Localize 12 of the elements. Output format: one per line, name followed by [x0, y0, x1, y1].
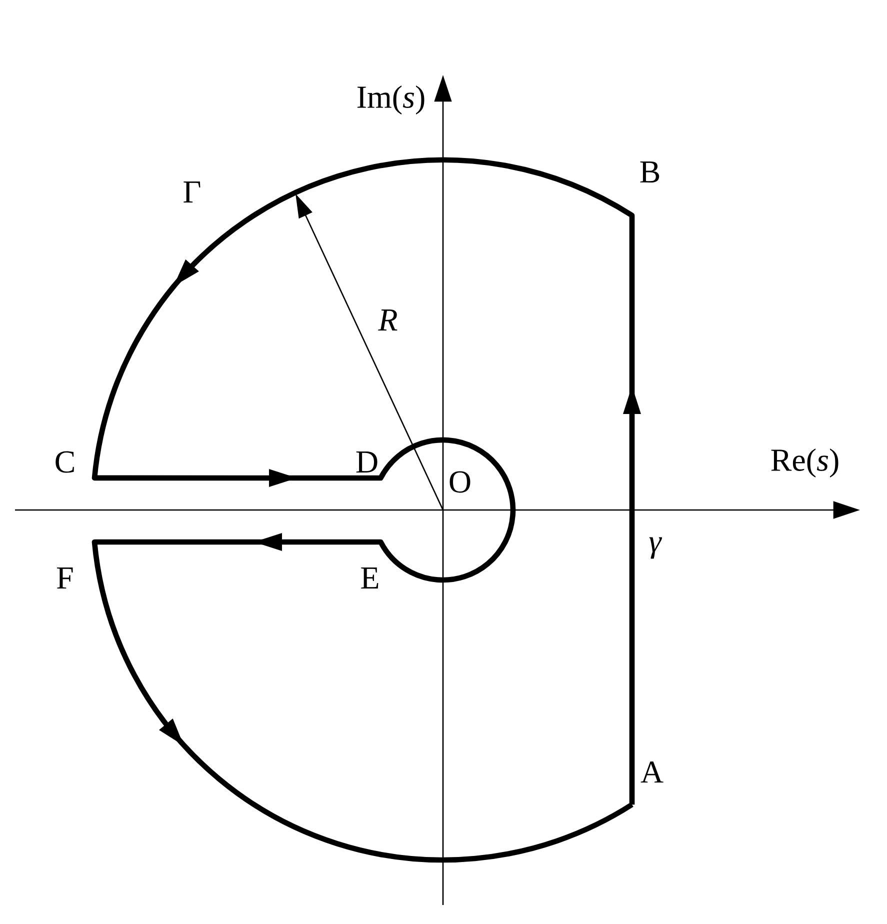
radius-label: R — [378, 310, 398, 330]
axis-label: Im(s) — [358, 85, 424, 114]
origin-label: O — [450, 471, 470, 493]
arc-label: Γ — [184, 182, 200, 202]
point-label: C — [56, 451, 74, 473]
point-label: B — [640, 161, 660, 182]
contour-label: γ — [649, 537, 662, 559]
point-label: A — [640, 761, 664, 783]
point-label: E — [361, 568, 378, 588]
point-label: F — [57, 568, 73, 588]
axis-label: Re(s) — [771, 448, 838, 478]
point-label: D — [356, 452, 378, 472]
